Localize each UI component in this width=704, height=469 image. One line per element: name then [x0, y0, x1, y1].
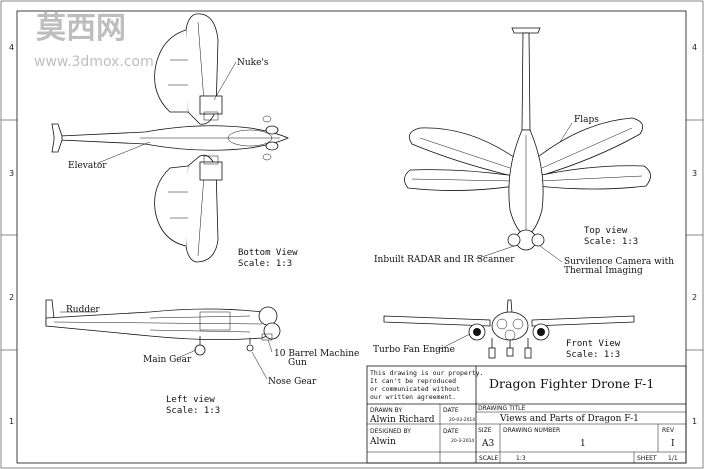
front-view-scale: Scale: 1:3	[566, 350, 620, 360]
property-notice-line2: It can't be reproduced	[370, 377, 456, 385]
callout-nose-gear: Nose Gear	[268, 377, 317, 387]
drawn-by-label: DRAWN BY	[370, 407, 402, 414]
top-view-drawing	[404, 27, 651, 251]
drawing-title: Dragon Fighter Drone F-1	[489, 376, 654, 391]
bottom-view-scale: Scale: 1:3	[238, 259, 292, 269]
left-view-drawing	[45, 299, 281, 356]
callout-nukes: Nuke's	[237, 58, 269, 68]
zone-right-2: 2	[692, 293, 697, 302]
bottom-view-drawing	[51, 13, 289, 263]
date-value-2: 20-3-2014	[451, 438, 474, 444]
front-view-drawing	[383, 299, 635, 359]
property-notice-line4: our written agreement.	[370, 393, 456, 401]
callout-flaps: Flaps	[574, 115, 599, 125]
top-view-title: Top view	[584, 226, 628, 236]
callout-camera-line2: Thermal Imaging	[564, 266, 643, 276]
drawing-title-label: DRAWING TITLE	[478, 405, 526, 412]
zone-left-2: 2	[9, 293, 14, 302]
date-label-2: DATE	[443, 428, 459, 435]
zone-left-4: 4	[9, 43, 14, 52]
callout-radar: Inbuilt RADAR and IR Scanner	[374, 255, 515, 265]
drawing-number-label: DRAWING NUMBER	[503, 427, 560, 434]
callout-gun-line1: 10 Barrel Machine	[274, 349, 359, 359]
left-view-title: Left view	[166, 395, 215, 405]
callout-camera-line1: Survilence Camera with	[564, 257, 674, 267]
zone-left-3: 3	[9, 169, 14, 178]
callout-main-gear: Main Gear	[143, 355, 192, 365]
designed-by-label: DESIGNED BY	[370, 428, 411, 435]
callout-rudder: Rudder	[66, 305, 100, 315]
drawing-number-value: 1	[580, 439, 586, 449]
left-view-scale: Scale: 1:3	[166, 406, 220, 416]
size-value: A3	[481, 439, 494, 449]
front-view-title: Front View	[566, 339, 621, 349]
zone-right-3: 3	[692, 169, 697, 178]
designed-by-value: Alwin	[369, 437, 396, 447]
title-block	[366, 365, 687, 464]
zone-left-1: 1	[9, 417, 14, 426]
callout-turbofan: Turbo Fan Engine	[373, 345, 455, 355]
property-notice-line3: or communicated without	[370, 385, 460, 393]
zone-right-1: 1	[692, 417, 697, 426]
sheet-label: SHEET	[637, 455, 657, 462]
zone-right-4: 4	[692, 43, 697, 52]
rev-value: I	[671, 439, 675, 449]
property-notice-line1: This drawing is our property.	[370, 369, 484, 377]
scale-label: SCALE	[479, 455, 498, 462]
watermark-logo: 莫西网	[36, 11, 126, 46]
bottom-view-title: Bottom View	[238, 248, 298, 258]
drawing-description: Views and Parts of Dragon F-1	[499, 414, 639, 424]
sheet-value: 1/1	[668, 455, 678, 462]
callout-gun-line2: Gun	[288, 358, 307, 368]
top-view-scale: Scale: 1:3	[584, 237, 638, 247]
watermark-url: www.3dmox.com	[34, 54, 154, 70]
size-label: SIZE	[478, 427, 492, 434]
date-label-1: DATE	[443, 407, 459, 414]
date-value-1: 20-03-2014	[449, 417, 475, 423]
rev-label: REV	[662, 427, 675, 434]
scale-value: 1:3	[516, 455, 526, 462]
callout-elevator: Elevator	[68, 161, 107, 171]
drawn-by-value: Alwin Richard	[369, 415, 435, 425]
